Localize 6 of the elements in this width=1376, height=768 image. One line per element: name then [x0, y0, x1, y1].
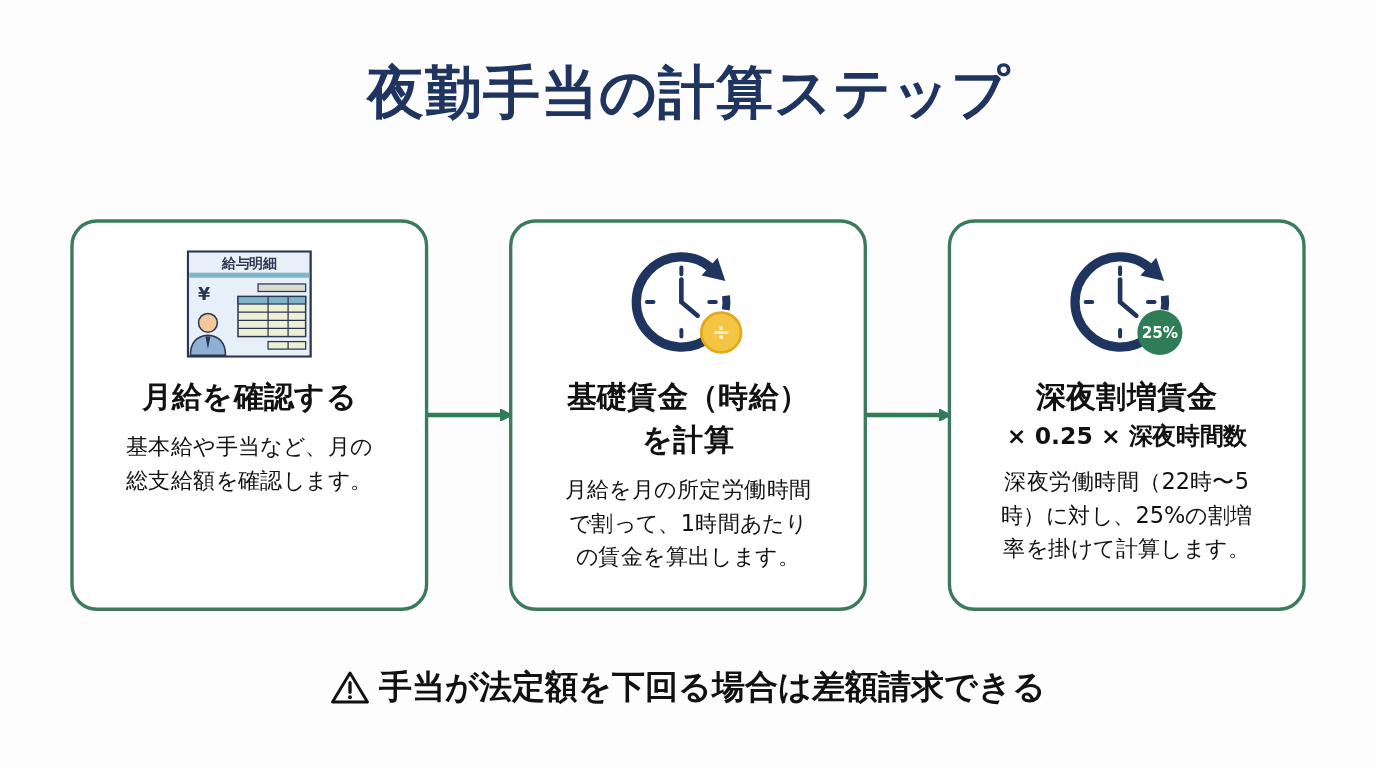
payslip-heading: 給与明細: [222, 255, 277, 271]
division-sign: ÷: [711, 319, 731, 346]
note: 手当が法定額を下回る場合は差額請求できる: [378, 666, 1046, 708]
percent-label: 25%: [1141, 323, 1179, 342]
title: 夜勤手当の計算ステップ: [366, 58, 1010, 127]
yen-sign: ¥: [198, 284, 211, 305]
